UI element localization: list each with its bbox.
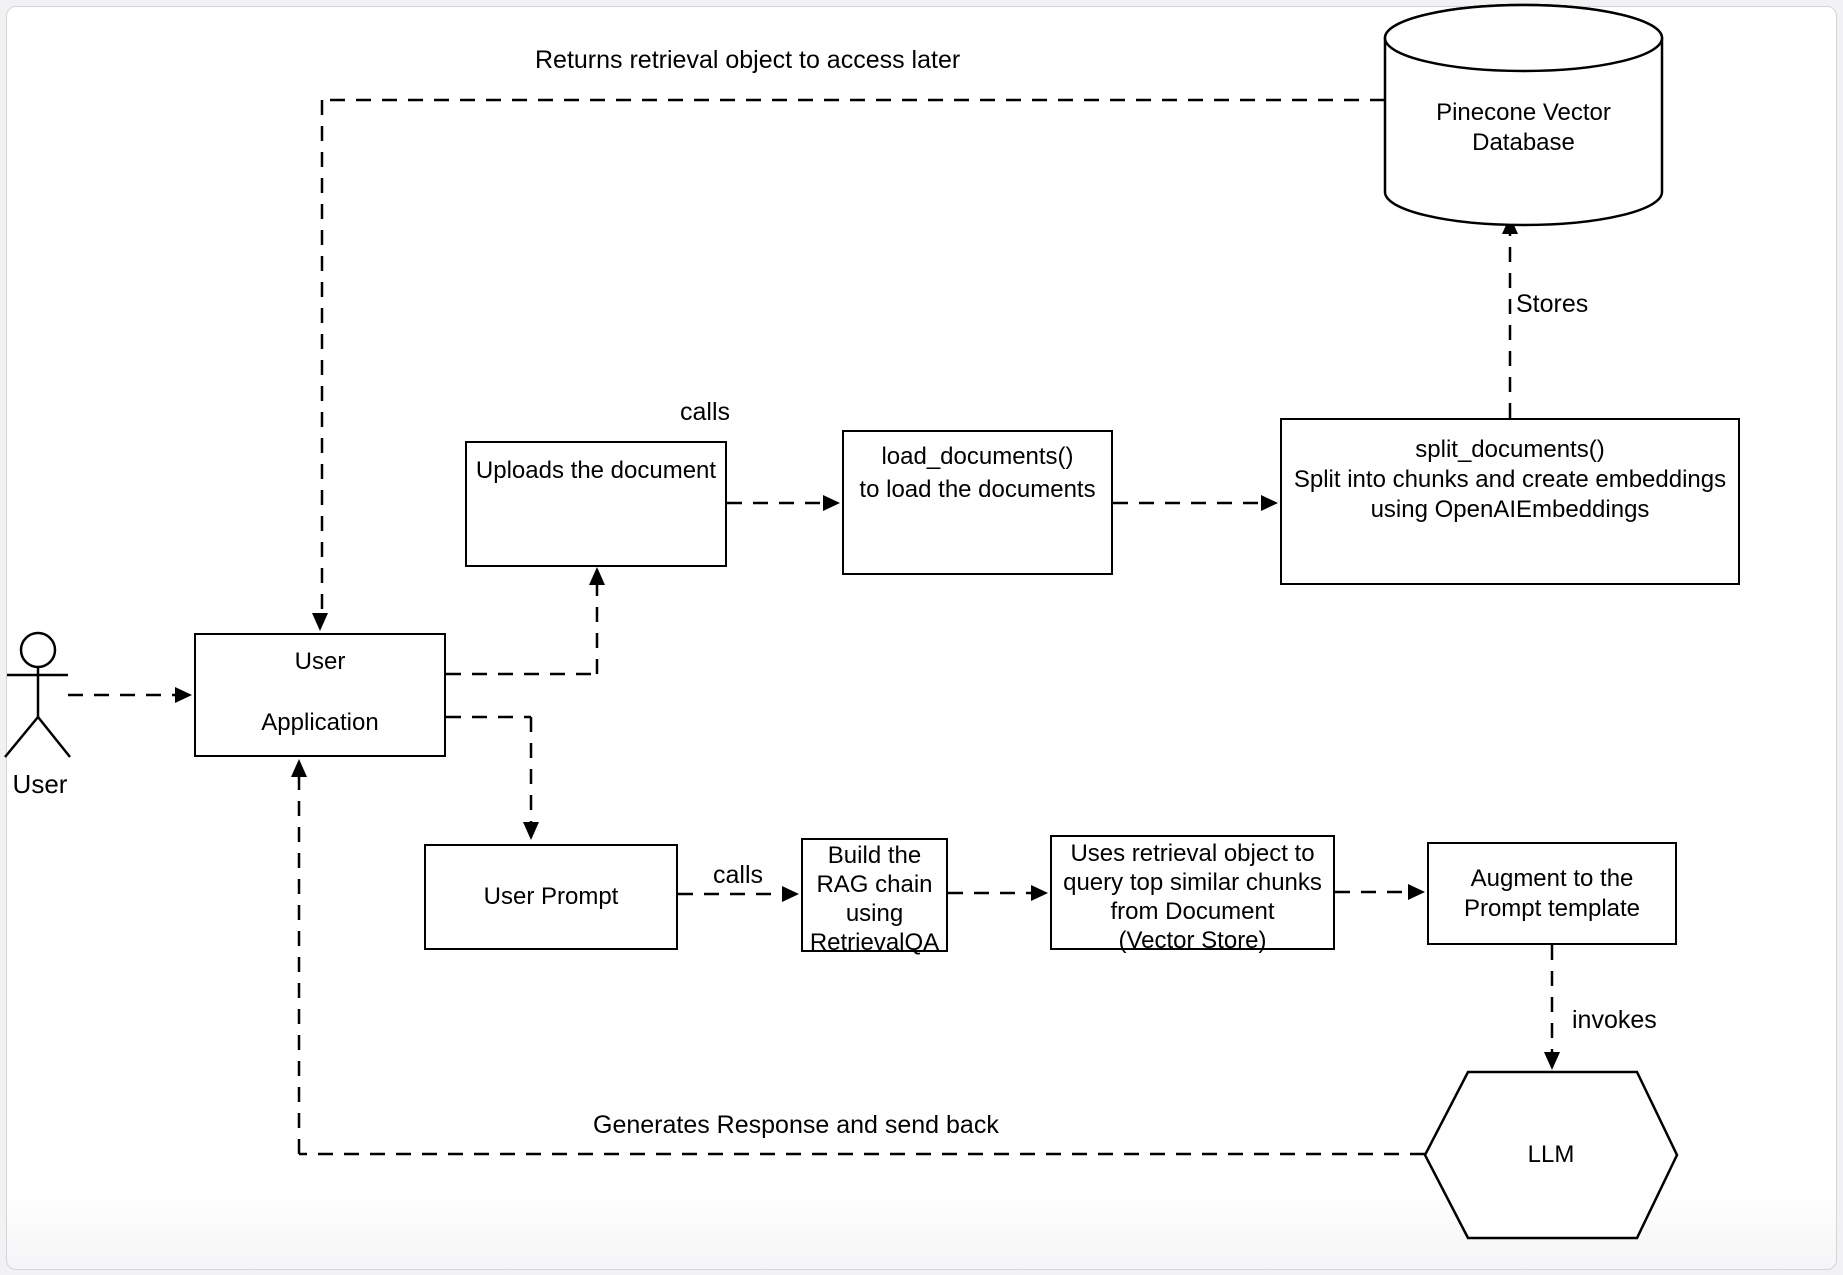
node-label: Uploads the document (475, 457, 717, 484)
edge-label-returns-retrieval: Returns retrieval object to access later (535, 46, 961, 74)
edge-application-to-prompt (446, 715, 533, 824)
user-actor-figure (4, 631, 71, 758)
node-label: Split into chunks and create embeddings (1293, 466, 1727, 493)
edge-label-generates-response: Generates Response and send back (593, 1111, 999, 1139)
node-load-documents: load_documents() to load the documents (842, 430, 1113, 575)
node-label: Application (261, 709, 379, 736)
node-label: RAG chain (816, 871, 933, 898)
edge-application-to-uploads (446, 583, 599, 676)
node-label: Augment to the (1470, 864, 1634, 892)
node-label: query top similar chunks (1063, 869, 1322, 896)
node-build-rag-chain: Build the RAG chain using RetrievalQA (801, 838, 948, 956)
node-label: from Document (1110, 898, 1275, 925)
edge-label-invokes: invokes (1572, 1006, 1657, 1034)
llm-hexagon-shape (1423, 1070, 1679, 1240)
node-uploads-document: Uploads the document (465, 441, 727, 567)
node-label: split_documents() (1415, 436, 1605, 463)
node-label: (Vector Store) (1118, 927, 1267, 954)
node-label: Database (1472, 129, 1575, 156)
node-label: using (845, 900, 904, 927)
edge-returns-retrieval (320, 98, 1385, 615)
arrowhead-into-application-left (175, 687, 192, 703)
node-label: User (294, 648, 346, 675)
arrowhead-into-uploads-bottom (589, 567, 605, 585)
edge-label-calls-rag: calls (713, 861, 764, 889)
node-user-prompt: User Prompt (424, 844, 678, 950)
node-split-documents: split_documents() Split into chunks and … (1280, 418, 1740, 585)
user-actor-label: User (12, 769, 68, 799)
node-augment-prompt-template: Augment to the Prompt template (1427, 842, 1677, 945)
edge-llm-to-application (297, 775, 1425, 1156)
node-label: Uses retrieval object to (1070, 840, 1315, 867)
arrowhead-into-split-left (1261, 495, 1278, 511)
arrowhead-into-load-left (823, 495, 840, 511)
node-uses-retrieval-object: Uses retrieval object to query top simil… (1050, 835, 1335, 954)
edge-label-calls-upload: calls (680, 398, 731, 426)
node-label: to load the documents (859, 476, 1096, 503)
node-user-application: User Application (194, 633, 446, 757)
arrowhead-into-uses-left (1031, 885, 1048, 901)
arrowhead-into-build-left (782, 886, 799, 902)
node-label: load_documents() (881, 443, 1074, 470)
arrowhead-into-application-bottom (291, 759, 307, 777)
node-label: RetrievalQA (809, 929, 940, 956)
node-label: User Prompt (483, 883, 619, 910)
node-label: Pinecone Vector (1436, 99, 1611, 126)
node-label: Build the (827, 842, 922, 869)
arrowhead-into-llm-top (1544, 1052, 1560, 1070)
pinecone-cylinder-shape (1383, 3, 1664, 227)
arrowhead-into-prompt-top (523, 822, 539, 840)
node-pinecone-database: Pinecone Vector Database (1385, 98, 1662, 158)
arrowhead-into-augment-left (1408, 884, 1425, 900)
edge-label-stores: Stores (1516, 290, 1589, 318)
node-label: LLM (1527, 1141, 1575, 1168)
node-label: using OpenAIEmbeddings (1370, 496, 1650, 523)
node-label: Prompt template (1463, 894, 1641, 922)
node-llm: LLM (1425, 1072, 1677, 1238)
arrowhead-into-application-top (312, 613, 328, 631)
